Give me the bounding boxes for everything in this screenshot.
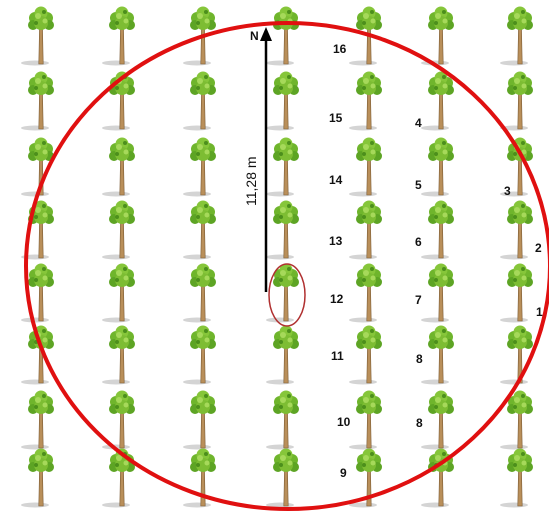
north-arrow-head-icon [260,27,272,41]
north-label: N [250,29,259,43]
tree-icon [349,391,382,450]
tree-icon [500,72,533,131]
tree-number-1: 1 [536,305,543,319]
tree-icon [102,138,135,197]
tree-number-12: 12 [330,292,344,306]
tree-icon [102,264,135,323]
tree-number-13: 13 [329,234,343,248]
tree-number-7: 7 [415,293,422,307]
tree-icon [183,72,216,131]
tree-icon [349,326,382,385]
tree-icon [349,72,382,131]
radius-label: 11,28 m [243,156,259,206]
tree-number-5: 5 [415,178,422,192]
tree-icon [266,264,299,323]
tree-icon [266,391,299,450]
tree-icon [266,72,299,131]
tree-icon [21,7,54,66]
tree-icon [421,326,454,385]
tree-icon [421,391,454,450]
tree-number-14: 14 [329,173,343,187]
tree-number-9: 9 [340,466,347,480]
tree-icon [500,326,533,385]
tree-number-16: 16 [333,42,347,56]
tree-icon [421,201,454,260]
tree-icon [102,7,135,66]
tree-icon [102,449,135,508]
tree-icon [266,449,299,508]
tree-icon [183,201,216,260]
tree-icon [183,138,216,197]
tree-number-4: 4 [415,116,422,130]
tree-icon [421,138,454,197]
tree-number-11: 11 [331,349,344,363]
tree-number-15: 15 [329,111,343,125]
tree-icon [266,326,299,385]
tree-icon [349,264,382,323]
tree-icon [102,326,135,385]
tree-icon [421,72,454,131]
tree-number-3: 3 [504,184,511,198]
tree-number-8a: 8 [416,352,423,366]
tree-icon [500,264,533,323]
tree-icon [349,138,382,197]
tree-number-10: 10 [337,415,351,429]
tree-icon [266,201,299,260]
tree-icon [349,201,382,260]
tree-icon [21,449,54,508]
tree-number-6: 6 [415,235,422,249]
tree-icon [102,201,135,260]
tree-icon [21,72,54,131]
tree-icon [421,7,454,66]
tree-icon [183,264,216,323]
tree-icon [266,7,299,66]
tree-icon [500,201,533,260]
tree-icon [421,264,454,323]
tree-number-8b: 8 [416,416,423,430]
tree-icon [500,7,533,66]
tree-icon [500,449,533,508]
tree-number-2: 2 [535,241,542,255]
tree-icon [21,391,54,450]
tree-icon [183,326,216,385]
tree-icon [183,391,216,450]
tree-icon [266,138,299,197]
